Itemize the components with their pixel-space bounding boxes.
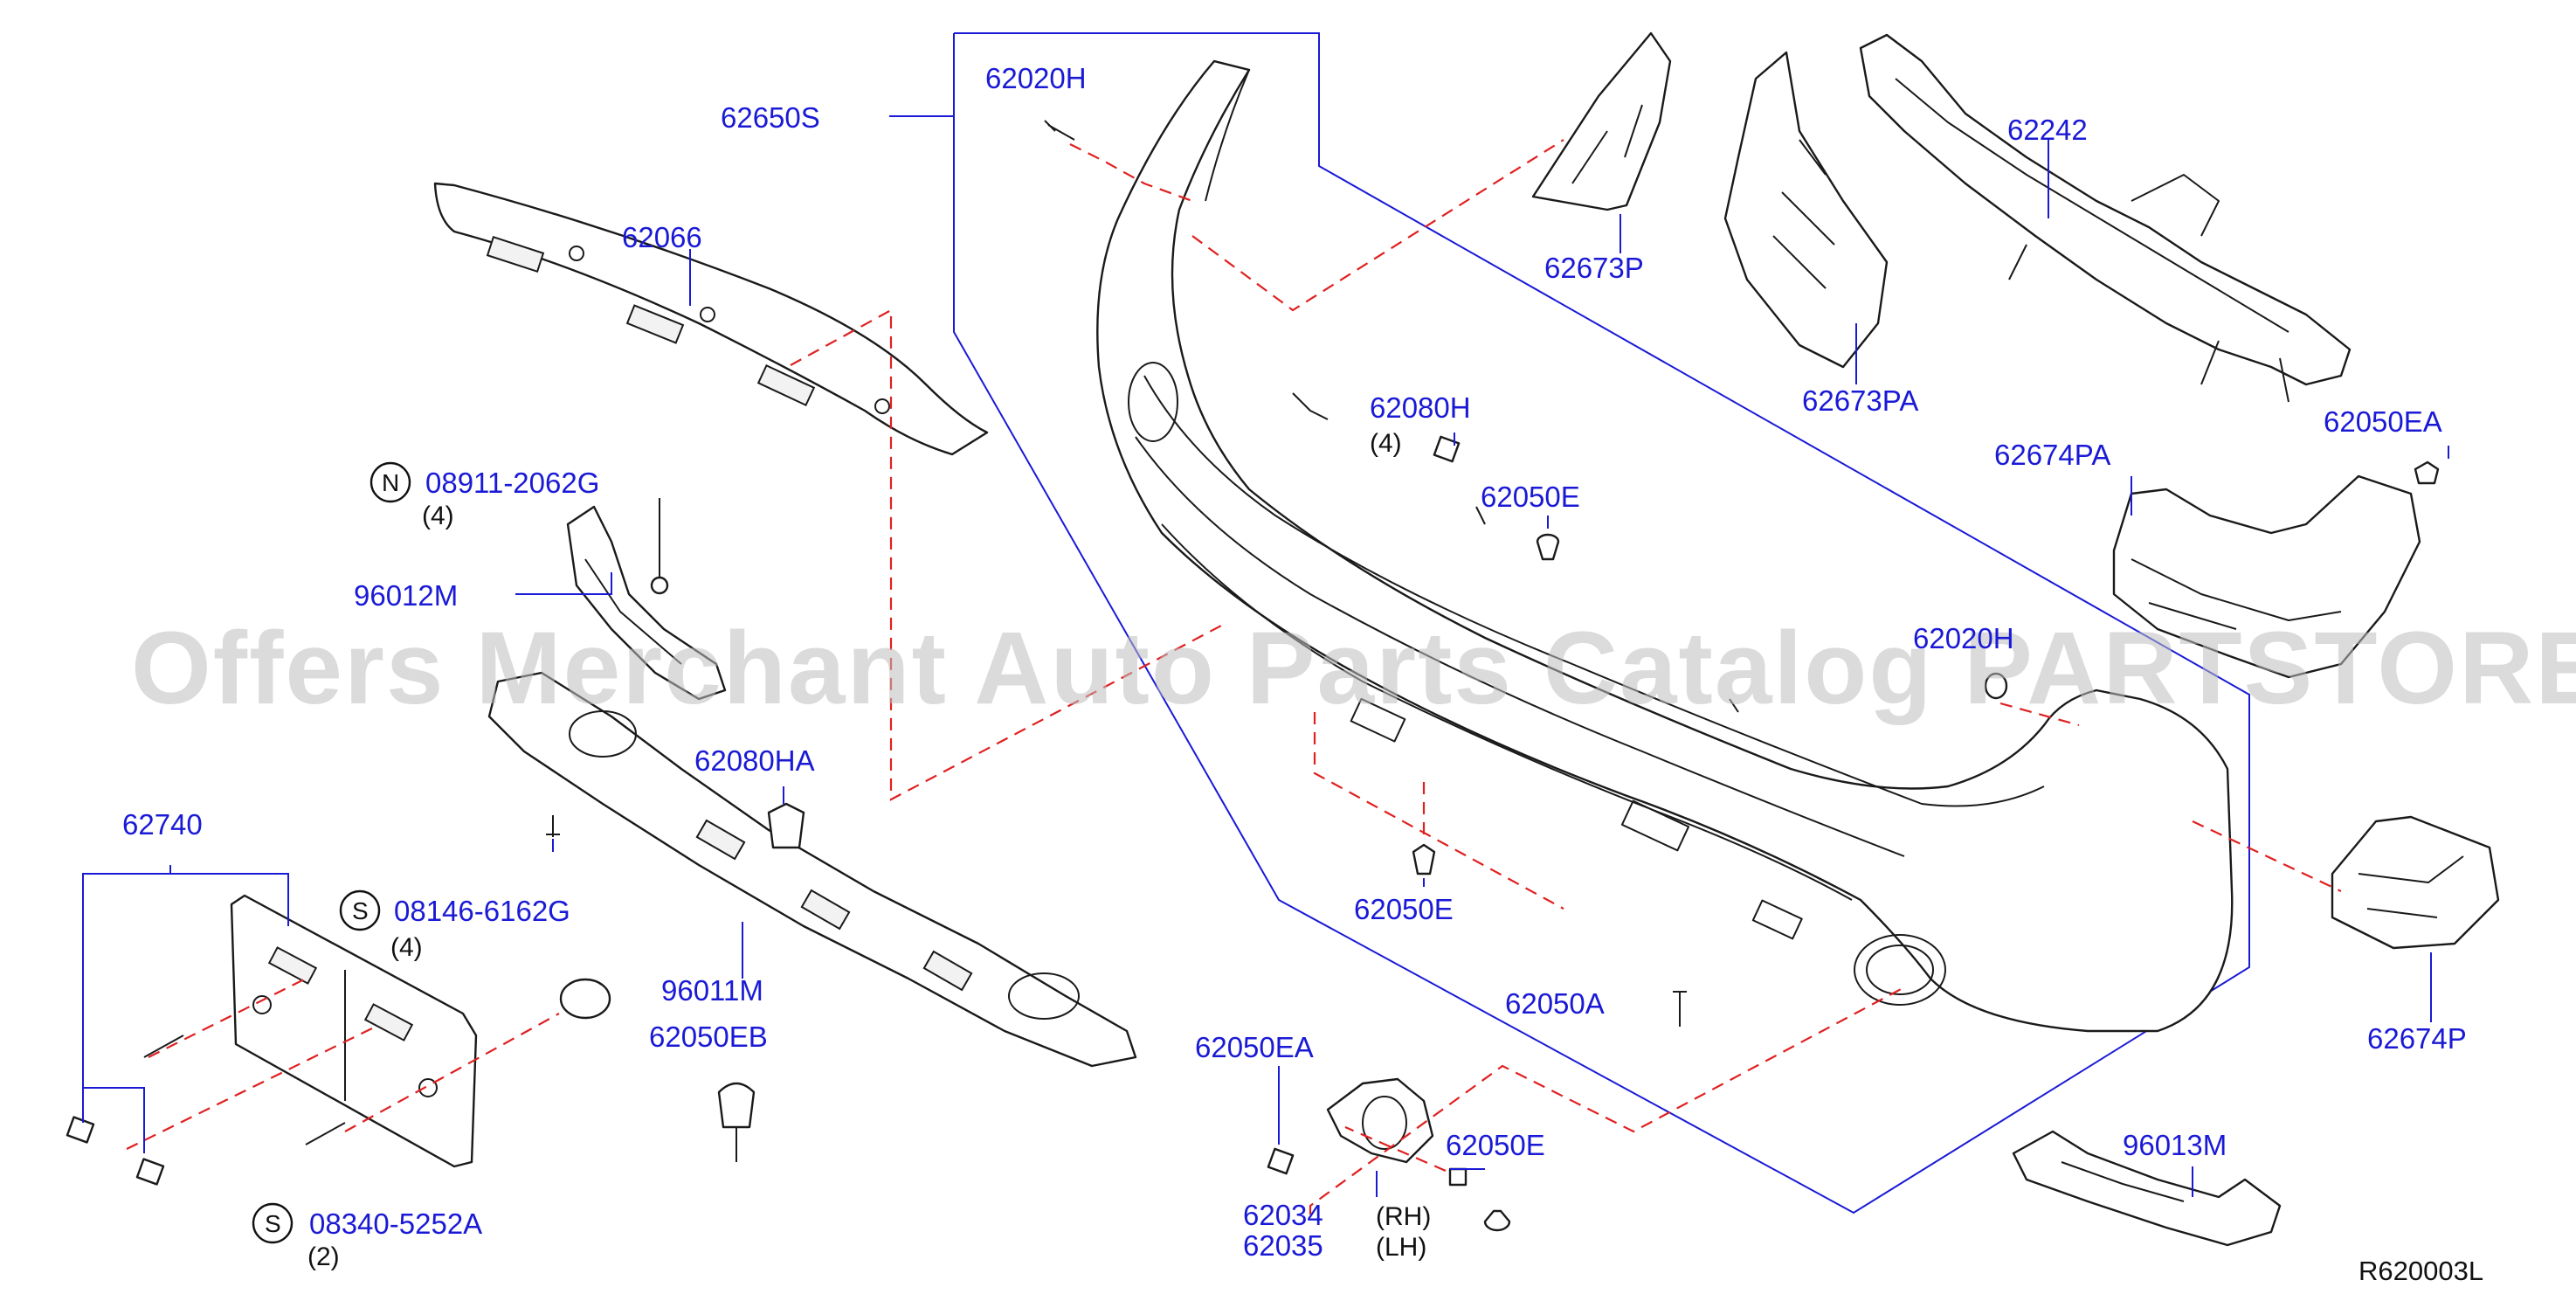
bracket-62673P — [1531, 31, 1672, 211]
label-62050A: 62050A — [1505, 987, 1605, 1020]
qty-08146: (4) — [390, 933, 423, 962]
foglamp-bracket-62034 — [1326, 1077, 1434, 1164]
label-62035: 62035 — [1243, 1229, 1323, 1262]
note-rh: (RH) — [1376, 1202, 1431, 1231]
corner-62674P — [2331, 815, 2500, 950]
label-62080HA: 62080HA — [694, 744, 815, 777]
assembly-outline — [889, 32, 2250, 1214]
label-62080H: 62080H — [1370, 391, 1471, 424]
screw-symbol-circle-1 — [339, 889, 381, 931]
label-08340-5252A: 08340-5252A — [309, 1208, 482, 1240]
label-96012M: 96012M — [354, 579, 458, 612]
screw-symbol-circle-2 — [252, 1202, 294, 1244]
label-62673PA: 62673PA — [1802, 384, 1918, 417]
label-62020H-mid: 62020H — [1913, 622, 2014, 654]
label-62050E-c: 62050E — [1446, 1129, 1545, 1161]
note-lh: (LH) — [1376, 1233, 1426, 1262]
label-62066: 62066 — [622, 221, 702, 253]
label-62674PA: 62674PA — [1994, 439, 2110, 471]
bracket-62673PA — [1723, 51, 1889, 369]
label-08146-6162G: 08146-6162G — [394, 895, 570, 927]
label-62020H-top: 62020H — [985, 62, 1087, 94]
nut-symbol-letter: N — [382, 469, 399, 496]
label-62034: 62034 — [1243, 1199, 1323, 1231]
qty-08911: (4) — [422, 502, 454, 530]
label-62050E-a: 62050E — [1481, 481, 1580, 513]
diagram-reference: R620003L — [2358, 1256, 2483, 1286]
screw-symbol-letter-1: S — [352, 897, 369, 924]
label-62242: 62242 — [2007, 114, 2088, 146]
label-08911-2062G: 08911-2062G — [425, 467, 599, 499]
screw-symbol-letter-2: S — [265, 1210, 281, 1237]
part-labels: 62650S 62020H 62066 62673P 62242 62673PA… — [122, 62, 2483, 1286]
nut-symbol-circle — [369, 461, 411, 503]
support-62242 — [1859, 33, 2352, 403]
fasteners — [66, 120, 2440, 1232]
watermark: Offers Merchant Auto Parts Catalog PARTS… — [131, 611, 2576, 726]
corner-62674PA — [2112, 474, 2421, 679]
qty-62080H: (4) — [1370, 429, 1402, 458]
label-62050EB: 62050EB — [649, 1021, 768, 1053]
label-62050EA-top: 62050EA — [2324, 405, 2442, 438]
label-leaders — [82, 140, 2449, 1197]
reinforcement-62066 — [433, 182, 989, 456]
label-62650S: 62650S — [721, 101, 820, 134]
label-62740: 62740 — [122, 808, 203, 841]
label-62050E-b: 62050E — [1354, 893, 1454, 925]
label-96013M: 96013M — [2123, 1129, 2227, 1161]
bracket-96013M — [2012, 1130, 2282, 1247]
alignment-lines — [126, 139, 2342, 1214]
label-96011M: 96011M — [661, 974, 763, 1007]
qty-08340: (2) — [307, 1242, 340, 1271]
label-62050EA-bot: 62050EA — [1195, 1031, 1314, 1063]
lower-bar-96011M — [487, 671, 1137, 1068]
label-62673P: 62673P — [1544, 252, 1644, 284]
plate-bracket-62740 — [230, 894, 478, 1168]
bracket-96012M — [566, 505, 727, 701]
bumper-fascia — [1096, 59, 2234, 1033]
label-62674P: 62674P — [2367, 1022, 2467, 1055]
